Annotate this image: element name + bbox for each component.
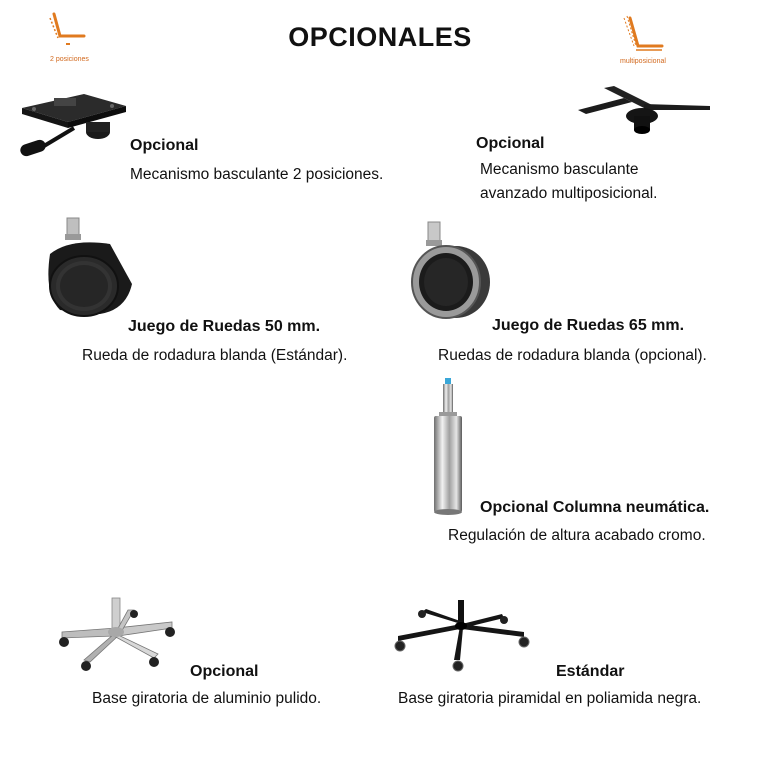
chair-profile-icon [49, 12, 86, 45]
item-heading: Juego de Ruedas 65 mm. [492, 317, 685, 334]
tilt-mechanism-multiposition-image [574, 80, 716, 140]
item-heading: Opcional Columna neumática. [480, 499, 710, 516]
item-description: Base giratoria de aluminio pulido. [92, 690, 322, 707]
chair-profile-multi-icon [623, 15, 664, 51]
item-description: Regulación de altura acabado cromo. [448, 527, 706, 544]
caster-wheel-50mm-image [40, 214, 140, 318]
gas-lift-column-image [428, 376, 468, 520]
tilt-mechanism-2-positions-image [14, 88, 132, 168]
multiposition-logo-label: multiposicional [620, 58, 666, 65]
caster-wheel-65mm-image [406, 218, 496, 322]
multiposition-logo [618, 12, 668, 56]
aluminium-star-base-image [54, 594, 180, 676]
item-description-line-1: Mecanismo basculante [480, 161, 639, 178]
item-heading: Opcional [476, 135, 545, 152]
black-nylon-star-base-image [392, 598, 532, 672]
item-description: Base giratoria piramidal en poliamida ne… [398, 690, 702, 707]
item-description: Rueda de rodadura blanda (Estándar). [82, 347, 348, 364]
page-title: OPCIONALES [288, 22, 472, 52]
item-description: Mecanismo basculante 2 posiciones. [130, 166, 384, 183]
item-description: Ruedas de rodadura blanda (opcional). [438, 347, 707, 364]
two-position-logo [44, 10, 100, 52]
item-heading: Estándar [556, 663, 625, 680]
item-heading: Juego de Ruedas 50 mm. [128, 318, 321, 335]
item-heading: Opcional [130, 137, 199, 154]
item-heading: Opcional [190, 663, 259, 680]
item-description-line-2: avanzado multiposicional. [480, 185, 658, 202]
two-position-logo-label: 2 posiciones [50, 56, 89, 63]
